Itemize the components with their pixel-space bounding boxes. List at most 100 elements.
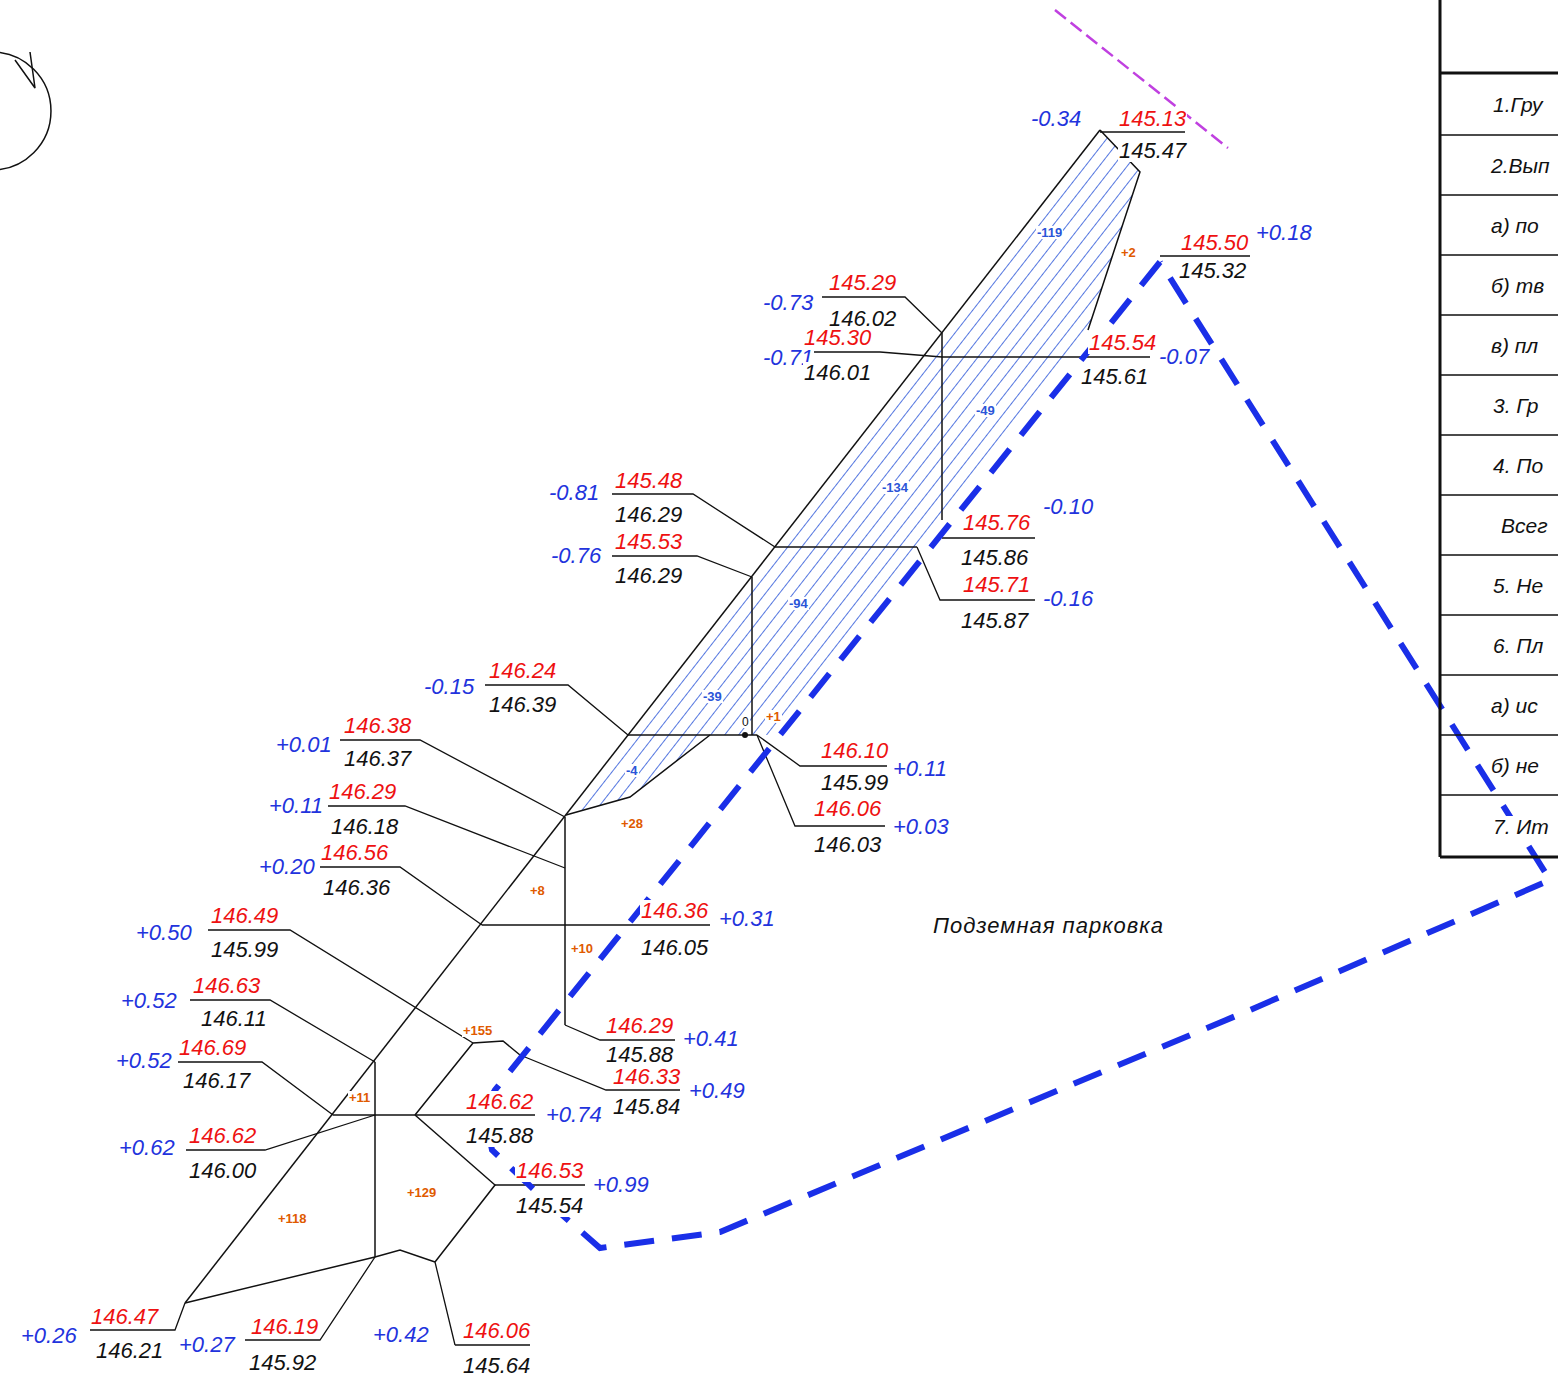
design-elevation: 146.47	[90, 1306, 159, 1328]
grid-lines	[185, 130, 1150, 1303]
work-mark: +0.74	[545, 1104, 603, 1126]
work-mark: +0.42	[372, 1324, 430, 1346]
table-cell: а) ис	[1490, 695, 1539, 716]
design-elevation: 145.30	[803, 327, 872, 349]
fill-volume: +10	[570, 942, 594, 955]
table-cell: в) пл	[1490, 335, 1539, 356]
fill-volume: +8	[529, 884, 546, 897]
existing-elevation: 145.99	[210, 939, 279, 961]
existing-elevation: 145.61	[1080, 366, 1149, 388]
work-mark: -0.76	[550, 545, 602, 567]
leader-lines	[90, 132, 1250, 1345]
table-cell: Всег	[1500, 515, 1549, 536]
design-elevation: 145.48	[614, 470, 683, 492]
existing-elevation: 145.99	[820, 772, 889, 794]
work-mark: +0.62	[118, 1137, 176, 1159]
area-label: Подземная парковка	[932, 915, 1165, 937]
work-mark: +0.26	[20, 1325, 78, 1347]
design-elevation: 146.56	[320, 842, 389, 864]
design-elevation: 146.33	[612, 1066, 681, 1088]
work-mark: -0.10	[1042, 496, 1094, 518]
existing-elevation: 146.36	[322, 877, 391, 899]
fill-volume: +11	[348, 1091, 371, 1104]
work-mark: -0.81	[548, 482, 600, 504]
existing-elevation: 146.05	[640, 937, 709, 959]
design-elevation: 146.24	[488, 660, 557, 682]
existing-elevation: 145.88	[605, 1044, 674, 1066]
table-cell: б) тв	[1490, 275, 1545, 296]
design-elevation: 145.71	[962, 574, 1031, 596]
existing-elevation: 146.21	[95, 1340, 164, 1362]
fill-volume: +1	[765, 710, 782, 723]
table-cell: 6. Пл	[1492, 635, 1544, 656]
cut-volume: -49	[975, 404, 996, 417]
existing-elevation: 145.87	[960, 610, 1029, 632]
existing-elevation: 146.00	[188, 1160, 257, 1182]
existing-elevation: 146.01	[803, 362, 872, 384]
work-mark: +0.18	[1255, 222, 1313, 244]
work-mark: +0.03	[892, 816, 950, 838]
existing-elevation: 145.64	[462, 1355, 531, 1377]
zero-volume: 0	[741, 716, 750, 728]
design-elevation: 146.29	[328, 781, 397, 803]
cut-hatch	[566, 130, 1140, 815]
north-arrow	[15, 52, 35, 88]
table-cell: 1.Гру	[1492, 94, 1544, 115]
design-elevation: 145.76	[962, 512, 1031, 534]
design-elevation: 146.06	[813, 798, 882, 820]
work-mark: +0.52	[115, 1050, 173, 1072]
table-cell: 3. Гр	[1492, 395, 1540, 416]
volume-table	[1440, 0, 1558, 857]
work-mark: +0.11	[892, 758, 948, 780]
design-elevation: 146.69	[178, 1037, 247, 1059]
existing-elevation: 146.11	[200, 1008, 268, 1030]
work-mark: -0.73	[762, 292, 814, 314]
existing-elevation: 146.29	[614, 504, 683, 526]
design-elevation: 145.53	[614, 531, 683, 553]
north-sign	[0, 52, 51, 170]
work-mark: +0.49	[688, 1080, 746, 1102]
fill-volume: +118	[277, 1212, 308, 1225]
fill-volume: +2	[1120, 246, 1137, 259]
design-elevation: 146.19	[250, 1316, 319, 1338]
parking-boundary	[484, 262, 1550, 1248]
fill-volume: +129	[406, 1186, 437, 1199]
existing-elevation: 145.86	[960, 547, 1029, 569]
existing-elevation: 146.17	[182, 1070, 251, 1092]
work-mark: +0.11	[268, 795, 324, 817]
existing-elevation: 145.47	[1118, 140, 1187, 162]
work-mark: -0.07	[1158, 346, 1210, 368]
design-elevation: 146.06	[462, 1320, 531, 1342]
design-elevation: 146.29	[605, 1015, 674, 1037]
existing-elevation: 146.03	[813, 834, 882, 856]
table-cell: 5. Не	[1492, 575, 1544, 596]
work-mark: +0.52	[120, 990, 178, 1012]
table-cell: б) не	[1490, 755, 1540, 776]
cut-volume: -94	[788, 597, 809, 610]
fill-volume: +155	[462, 1024, 493, 1037]
work-mark: +0.27	[178, 1334, 236, 1356]
cut-volume: -119	[1036, 226, 1063, 239]
design-elevation: 146.53	[515, 1160, 584, 1182]
design-elevation: 146.38	[343, 715, 412, 737]
cut-volume: -39	[702, 690, 723, 703]
work-mark: +0.50	[135, 922, 193, 944]
cut-volume: -4	[625, 764, 639, 777]
existing-elevation: 146.37	[343, 748, 412, 770]
fill-volume: +28	[620, 817, 644, 830]
design-elevation: 146.63	[192, 975, 261, 997]
existing-elevation: 145.84	[612, 1096, 681, 1118]
design-elevation: 145.54	[1088, 332, 1157, 354]
work-mark: +0.01	[275, 734, 333, 756]
design-elevation: 146.10	[820, 740, 889, 762]
design-elevation: 146.49	[210, 905, 279, 927]
design-elevation: 145.13	[1118, 108, 1187, 130]
design-elevation: 146.62	[188, 1125, 257, 1147]
work-mark: +0.41	[682, 1028, 740, 1050]
existing-elevation: 146.18	[330, 816, 399, 838]
table-cell: 4. По	[1492, 455, 1544, 476]
design-elevation: 145.50	[1180, 232, 1249, 254]
work-mark: +0.99	[592, 1174, 650, 1196]
existing-elevation: 145.54	[515, 1195, 584, 1217]
